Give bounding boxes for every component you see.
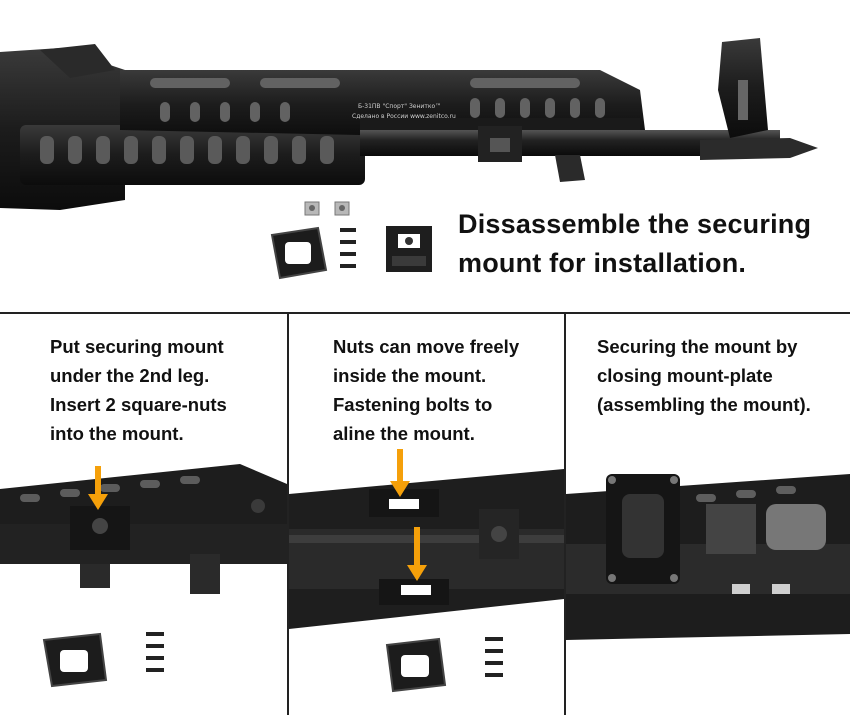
step-1-line-1: Put securing mount — [50, 336, 224, 357]
arrow-indicator-icon — [407, 527, 427, 581]
step-1-line-4: into the mount. — [50, 423, 184, 444]
step-1-line-3: Insert 2 square-nuts — [50, 394, 227, 415]
title-line-2: mount for installation. — [458, 248, 747, 278]
page-title: Dissassemble the securing mount for inst… — [458, 205, 811, 283]
step-3-text: Securing the mount by closing mount-plat… — [597, 332, 811, 419]
step-2-photo — [289, 449, 564, 693]
rifle-marking-line1: Б-31ПВ "Спорт" Зенитко™ — [358, 103, 441, 110]
step-2-line-1: Nuts can move freely — [333, 336, 520, 357]
step-1-photo — [0, 464, 287, 688]
step-3-line-3: (assembling the mount). — [597, 394, 811, 415]
title-line-1: Dissassemble the securing — [458, 209, 812, 239]
mount-plate-part — [270, 226, 328, 280]
bolts-part — [340, 228, 356, 268]
mount-block-part — [386, 226, 432, 272]
step-3-photo — [566, 474, 850, 640]
step-2-text: Nuts can move freely inside the mount. F… — [333, 332, 519, 448]
step-panel-3: Securing the mount by closing mount-plat… — [566, 314, 850, 715]
step-panel-2: Nuts can move freely inside the mount. F… — [289, 314, 564, 715]
step-2-line-4: aline the mount. — [333, 423, 475, 444]
step-1-text: Put securing mount under the 2nd leg. In… — [50, 332, 227, 448]
step-2-line-3: Fastening bolts to — [333, 394, 493, 415]
rifle-marking-line2: Сделано в России www.zenitco.ru — [352, 113, 456, 120]
divider-vertical-1 — [287, 312, 289, 715]
step-panel-1: Put securing mount under the 2nd leg. In… — [0, 314, 287, 715]
divider-horizontal — [0, 312, 850, 314]
divider-vertical-2 — [564, 312, 566, 715]
step-1-line-2: under the 2nd leg. — [50, 365, 210, 386]
arrow-indicator-icon — [88, 466, 108, 510]
step-2-line-2: inside the mount. — [333, 365, 487, 386]
square-nuts-part — [304, 201, 350, 216]
step-3-line-1: Securing the mount by — [597, 336, 798, 357]
overview-section: Б-31ПВ "Спорт" Зенитко™ Сделано в России… — [0, 0, 850, 312]
step-3-line-2: closing mount-plate — [597, 365, 773, 386]
rifle-handguard-photo: Б-31ПВ "Спорт" Зенитко™ Сделано в России… — [0, 38, 818, 280]
arrow-indicator-icon — [390, 449, 410, 497]
